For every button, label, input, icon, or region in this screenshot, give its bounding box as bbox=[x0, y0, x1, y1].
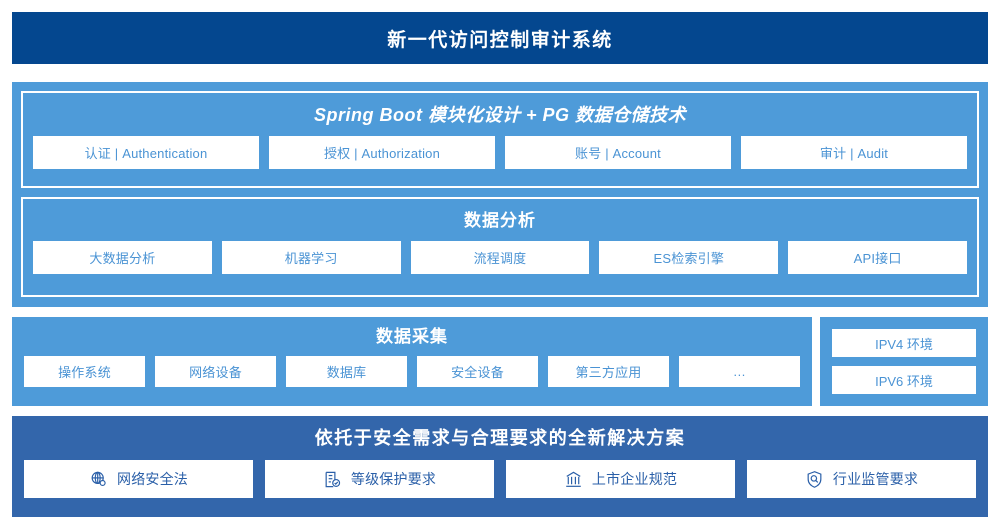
card-ipv4-environment[interactable]: IPV4 环境 bbox=[832, 329, 976, 357]
data-analysis-section-title: 数据分析 bbox=[464, 211, 536, 230]
compliance-card-row: 网络安全法 等级保护要求 bbox=[24, 460, 976, 498]
data-collection-section: 数据采集 操作系统 网络设备 数据库 安全设备 第三方应用 … bbox=[12, 317, 812, 406]
springboot-section: Spring Boot 模块化设计 + PG 数据仓储技术 认证 | Authe… bbox=[21, 91, 979, 188]
data-analysis-section: 数据分析 大数据分析 机器学习 流程调度 ES检索引擎 API接口 bbox=[21, 197, 979, 297]
card-security-device[interactable]: 安全设备 bbox=[417, 356, 538, 387]
card-listed-enterprise-standard[interactable]: 上市企业规范 bbox=[506, 460, 735, 498]
card-machine-learning[interactable]: 机器学习 bbox=[221, 241, 401, 274]
card-big-data-analysis[interactable]: 大数据分析 bbox=[33, 241, 212, 274]
card-label: 网络安全法 bbox=[117, 471, 188, 487]
card-cybersecurity-law[interactable]: 网络安全法 bbox=[24, 460, 253, 498]
bank-icon bbox=[564, 470, 583, 489]
globe-icon bbox=[89, 470, 108, 489]
card-more-ellipsis[interactable]: … bbox=[679, 356, 800, 387]
card-label: 上市企业规范 bbox=[591, 471, 678, 487]
card-authorization[interactable]: 授权 | Authorization bbox=[269, 136, 495, 169]
header-bar: 新一代访问控制审计系统 bbox=[12, 12, 988, 64]
card-audit[interactable]: 审计 | Audit bbox=[741, 136, 967, 169]
card-label: 等级保护要求 bbox=[350, 471, 437, 487]
data-collection-section-title: 数据采集 bbox=[376, 327, 448, 346]
card-process-scheduling[interactable]: 流程调度 bbox=[410, 241, 590, 274]
card-network-device[interactable]: 网络设备 bbox=[155, 356, 276, 387]
card-account[interactable]: 账号 | Account bbox=[505, 136, 731, 169]
shield-search-icon bbox=[805, 470, 824, 489]
card-authentication[interactable]: 认证 | Authentication bbox=[33, 136, 259, 169]
card-operating-system[interactable]: 操作系统 bbox=[24, 356, 145, 387]
document-check-icon bbox=[323, 470, 342, 489]
springboot-section-title: Spring Boot 模块化设计 + PG 数据仓储技术 bbox=[313, 105, 686, 125]
card-api-interface[interactable]: API接口 bbox=[788, 241, 967, 274]
compliance-section-title: 依托于安全需求与合理要求的全新解决方案 bbox=[314, 428, 686, 448]
data-collection-card-row: 操作系统 网络设备 数据库 安全设备 第三方应用 … bbox=[24, 356, 800, 387]
ipv-environment-panel: IPV4 环境 IPV6 环境 bbox=[820, 317, 988, 406]
upper-architecture-panel: Spring Boot 模块化设计 + PG 数据仓储技术 认证 | Authe… bbox=[12, 82, 988, 307]
card-label: 行业监管要求 bbox=[832, 471, 919, 487]
card-industry-regulation[interactable]: 行业监管要求 bbox=[747, 460, 976, 498]
card-es-search-engine[interactable]: ES检索引擎 bbox=[599, 241, 779, 274]
page-title: 新一代访问控制审计系统 bbox=[387, 29, 613, 51]
card-classified-protection[interactable]: 等级保护要求 bbox=[265, 460, 494, 498]
compliance-section: 依托于安全需求与合理要求的全新解决方案 网络安全法 bbox=[12, 416, 988, 517]
card-ipv6-environment[interactable]: IPV6 环境 bbox=[832, 366, 976, 394]
card-third-party-app[interactable]: 第三方应用 bbox=[548, 356, 669, 387]
data-analysis-card-row: 大数据分析 机器学习 流程调度 ES检索引擎 API接口 bbox=[33, 241, 967, 274]
card-database[interactable]: 数据库 bbox=[286, 356, 407, 387]
springboot-card-row: 认证 | Authentication 授权 | Authorization 账… bbox=[33, 136, 967, 169]
